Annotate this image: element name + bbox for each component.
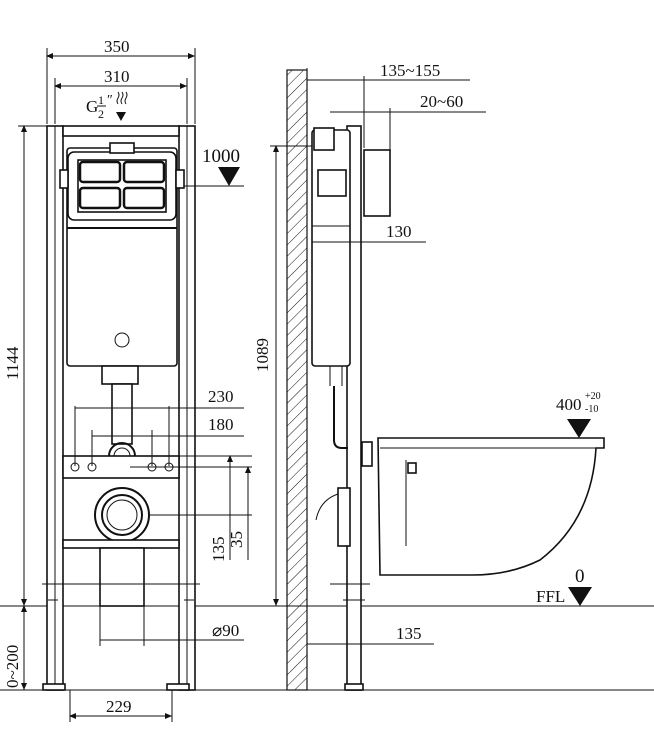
inlet-size-label: G 1 2 ″ [86,91,128,121]
dim-text-1089: 1089 [253,338,272,372]
logo-mark [114,332,130,348]
dim-text-0: 0 [575,566,585,587]
seat-height-marker: 400 +20 -10 [556,391,601,438]
dim-text-229: 229 [106,697,132,716]
inlet-height-marker: 1000 [184,146,244,187]
dim-text-400: 400 [556,395,582,414]
ffl-label: FFL [536,587,565,606]
dimension-180: 180 [91,415,244,466]
dimension-350: 350 [46,37,196,124]
dimension-130: 130 [312,222,426,243]
cistern-side [311,129,351,367]
dimension-1144: 1144 [3,125,47,606]
dimension-135-155: 135~155 [306,61,470,148]
dimension-229: 229 [69,690,173,722]
dim-text-90: ⌀90 [212,621,239,640]
flush-pipe-connector [101,365,139,385]
dimension-pipe-diameter: ⌀90 [99,606,244,646]
side-flush-pipe [333,386,348,449]
svg-text:+20: +20 [585,391,601,402]
dim-text-20-60: 20~60 [420,92,463,111]
inlet-valve [109,142,135,154]
bottom-crossbar [62,539,180,549]
toilet-bowl [377,437,605,576]
dimension-1089: 1089 [253,145,312,606]
valve-block [317,169,347,197]
dim-text-230: 230 [208,387,234,406]
flush-pipe [111,383,133,445]
dim-text-135-drop: 135 [209,537,228,563]
dim-text-0-200: 0~200 [3,645,22,688]
dim-text-1000: 1000 [202,146,240,167]
flush-plate-side [363,149,391,217]
dim-text-35-drop: 35 [227,531,246,548]
left-foot [42,683,66,691]
drain-outlet [94,487,150,543]
wall-section [286,69,308,691]
dim-text-130: 130 [386,222,412,241]
dim-text-180: 180 [208,415,234,434]
right-foot [166,683,190,691]
dimension-135-floor: 135 [306,606,434,650]
dimension-135-35: 135 35 [130,455,252,563]
svg-text:2: 2 [98,107,104,121]
dimension-310: 310 [54,67,188,124]
waste-pipe [99,547,145,607]
side-view [286,69,605,691]
water-symbol-icon [116,91,128,105]
dim-text-350: 350 [104,37,130,56]
dim-text-135-155: 135~155 [380,61,440,80]
dim-text-310: 310 [104,67,130,86]
dim-text-135-floor: 135 [396,624,422,643]
dimension-adjust: 0~200 [3,605,27,690]
svg-text:″: ″ [107,93,113,108]
dim-text-1144: 1144 [3,346,22,380]
svg-text:G: G [86,97,98,116]
svg-text:1: 1 [98,93,104,107]
dimension-20-60: 20~60 [330,92,486,150]
svg-text:-10: -10 [585,404,598,415]
top-crossbar [62,125,180,137]
ffl-marker: 0 FFL [536,566,592,606]
